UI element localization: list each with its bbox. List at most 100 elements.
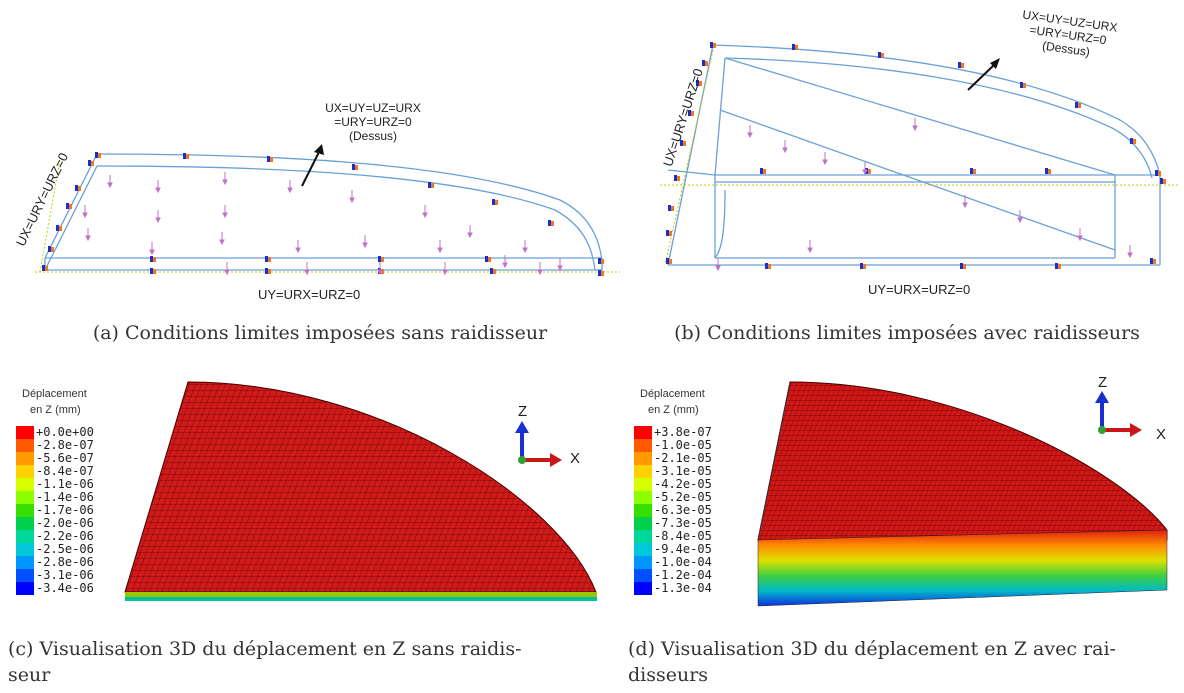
- constraint-marker: [1055, 263, 1058, 269]
- pressure-arrow-head: [437, 247, 443, 254]
- legend-value: -1.0e-05: [654, 438, 712, 452]
- constraint-marker: [1020, 82, 1023, 88]
- legend-swatch: [16, 478, 34, 491]
- legend-swatch: [634, 478, 652, 491]
- constraint-marker: [795, 45, 798, 50]
- constraint-marker: [153, 257, 156, 262]
- constraint-marker: [490, 268, 493, 274]
- constraint-marker: [1153, 259, 1156, 264]
- constraint-marker: [671, 206, 674, 211]
- constraint-marker: [98, 153, 101, 158]
- caption-c-line1: (c) Visualisation 3D du déplacement en Z…: [8, 638, 522, 660]
- legend-value: -4.2e-05: [654, 477, 712, 491]
- legend-value: -1.7e-06: [36, 503, 94, 517]
- pressure-arrow-head: [222, 212, 228, 219]
- legend-swatch: [634, 530, 652, 543]
- constraint-marker: [863, 264, 866, 269]
- legend-swatch: [634, 517, 652, 530]
- legend-title-2: en Z (mm): [30, 404, 81, 416]
- pressure-arrow-head: [304, 269, 310, 276]
- constraint-marker: [45, 266, 48, 271]
- constraint-marker: [431, 183, 434, 188]
- legend-swatch: [16, 543, 34, 556]
- constraint-marker: [378, 256, 381, 262]
- constraint-marker: [485, 256, 488, 262]
- bc-bottom-label: UY=URX=URZ=0: [258, 287, 361, 302]
- constraint-marker: [1048, 169, 1051, 174]
- bc-bottom-label: UY=URX=URZ=0: [868, 282, 971, 297]
- constraint-marker: [1058, 264, 1061, 269]
- constraint-marker: [668, 205, 671, 211]
- constraint-marker: [598, 270, 601, 276]
- legend-value: -2.8e-07: [36, 438, 94, 452]
- pressure-arrow-head: [349, 197, 355, 204]
- constraint-marker: [270, 157, 273, 162]
- constraint-marker: [75, 185, 78, 191]
- constraint-marker: [878, 52, 881, 58]
- constraint-marker: [267, 156, 270, 162]
- axis-x-label: X: [570, 450, 581, 467]
- pressure-arrow-head: [377, 269, 383, 276]
- constraint-marker: [56, 225, 59, 231]
- constraint-marker: [548, 220, 551, 226]
- displacement-mesh: [124, 381, 597, 601]
- constraint-marker: [680, 140, 683, 146]
- legend-swatch: [16, 452, 34, 465]
- constraint-marker: [69, 204, 72, 209]
- legend-swatch: [16, 556, 34, 569]
- legend-value: -1.1e-06: [36, 477, 94, 491]
- legend-swatch: [634, 439, 652, 452]
- caption-d-line1: (d) Visualisation 3D du déplacement en Z…: [628, 638, 1116, 660]
- constraint-marker: [381, 257, 384, 262]
- legend-value: -3.1e-06: [36, 568, 94, 582]
- constraint-marker: [601, 259, 604, 264]
- constraint-marker: [493, 269, 496, 274]
- legend-value: -6.3e-05: [654, 503, 712, 517]
- pressure-arrow-head: [502, 262, 508, 269]
- constraint-marker: [355, 165, 358, 170]
- pressure-arrow-head: [295, 247, 301, 254]
- constraint-marker: [702, 60, 705, 66]
- constraint-marker: [763, 169, 766, 174]
- pressure-arrow-head: [962, 202, 968, 209]
- constraint-marker: [710, 42, 713, 48]
- legend-swatch: [634, 543, 652, 556]
- constraint-marker: [1160, 178, 1163, 184]
- constraint-marker: [186, 154, 189, 159]
- constraint-marker: [1023, 83, 1026, 88]
- constraint-marker: [88, 160, 91, 166]
- legend-swatch: [634, 504, 652, 517]
- pressure-arrow-head: [557, 265, 563, 272]
- panel-a: UX=URY=URZ=0 UY=URX=URZ=0 UX=UY=UZ=URX =…: [0, 0, 640, 330]
- constraint-marker: [1158, 171, 1161, 176]
- constraint-marker: [1130, 138, 1133, 144]
- constraint-marker: [674, 175, 677, 181]
- legend-value: -2.5e-06: [36, 542, 94, 556]
- constraint-marker: [666, 230, 669, 236]
- pressure-arrow-head: [85, 235, 91, 242]
- legend-swatch: [16, 439, 34, 452]
- axis-triad: [515, 421, 562, 467]
- pressure-arrow-head: [807, 247, 813, 254]
- pressure-arrow-head: [747, 132, 753, 139]
- legend-value: -2.0e-06: [36, 516, 94, 530]
- constraint-marker: [881, 53, 884, 58]
- constraint-marker: [868, 169, 871, 174]
- constraint-marker: [973, 169, 976, 174]
- pressure-arrow-head: [422, 212, 428, 219]
- pressure-arrow-head: [862, 169, 868, 176]
- constraint-marker: [150, 256, 153, 262]
- constraint-marker: [551, 221, 554, 226]
- constraint-marker: [683, 141, 686, 146]
- legend-swatch: [16, 491, 34, 504]
- legend-value: -1.2e-04: [654, 568, 712, 582]
- constraint-marker: [183, 153, 186, 159]
- legend-value: -7.3e-05: [654, 516, 712, 530]
- constraint-marker: [95, 152, 98, 158]
- pressure-arrow-head: [442, 269, 448, 276]
- constraint-marker: [495, 200, 498, 205]
- legend-swatch: [16, 517, 34, 530]
- constraint-marker: [860, 263, 863, 269]
- constraint-marker: [961, 63, 964, 68]
- constraint-marker: [601, 271, 604, 276]
